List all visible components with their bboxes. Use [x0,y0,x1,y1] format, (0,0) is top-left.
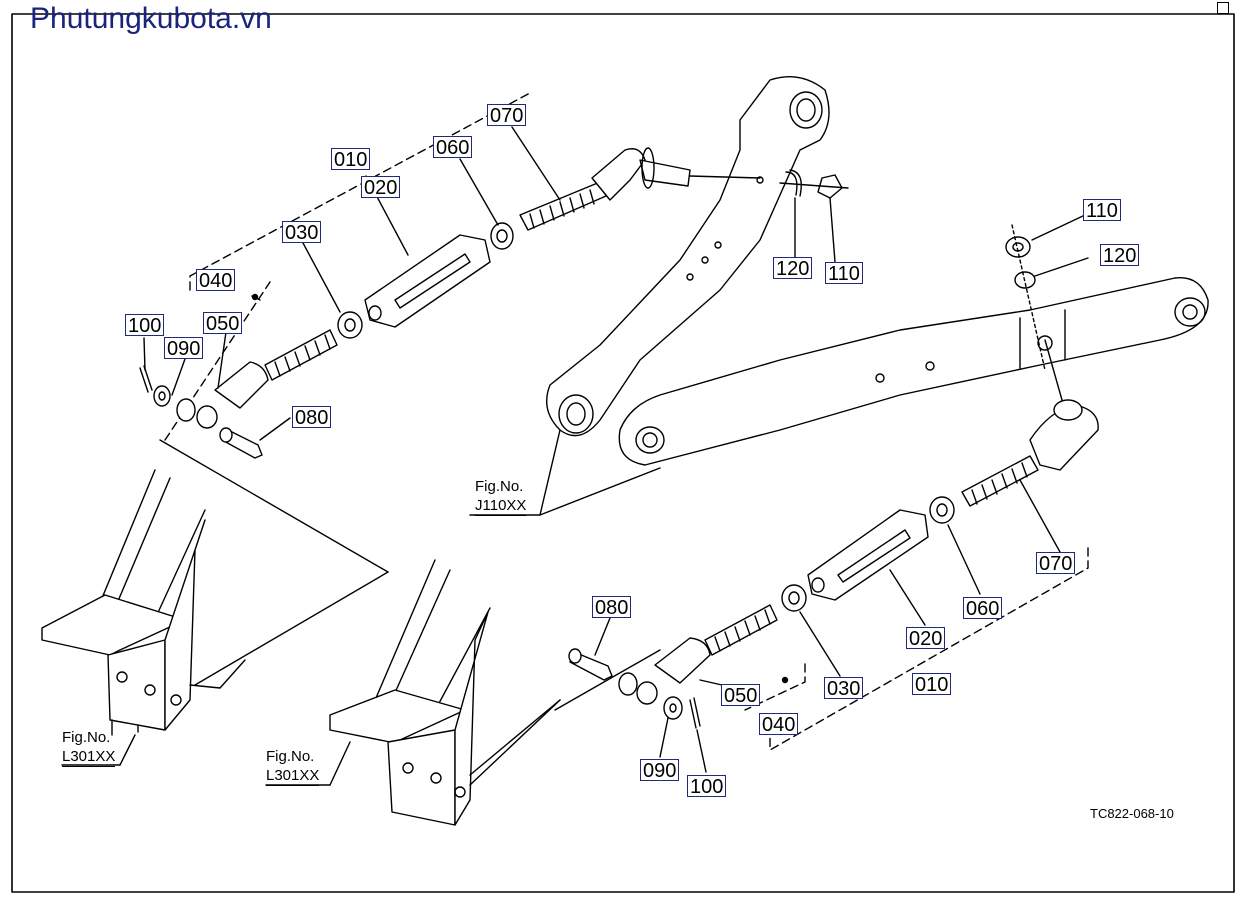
left-bracket [41,469,246,736]
callout-lower-070[interactable]: 070 [1036,552,1076,575]
upper-lift-arm [546,76,830,437]
callout-upper-010[interactable]: 010 [331,148,371,171]
reference-dot [781,676,789,684]
lower-link-arm [618,276,1209,466]
callout-upper-120[interactable]: 120 [773,257,813,280]
callout-upper-100[interactable]: 100 [125,314,165,337]
callout-lower-030[interactable]: 030 [824,677,864,700]
callout-lower-050[interactable]: 050 [721,684,761,707]
callout-upper-110[interactable]: 110 [825,262,863,285]
callout-upper-080[interactable]: 080 [292,406,332,429]
leader-lines [61,126,1061,786]
callout-right-110[interactable]: 110 [1083,199,1121,222]
fig-ref-left-bracket[interactable]: Fig.No. L301XX [62,728,116,767]
corner-marker [1217,2,1229,14]
watermark-text: Phutungkubota.vn [30,2,272,35]
fig-ref-label: Fig.No. [475,478,524,495]
callout-lower-060[interactable]: 060 [963,597,1003,620]
fig-ref-number: L301XX [62,748,116,767]
fig-ref-number: L301XX [266,767,320,786]
callout-upper-070[interactable]: 070 [487,104,527,127]
callout-lower-080[interactable]: 080 [592,596,632,619]
upper-turnbuckle [139,92,761,686]
fig-ref-top-link[interactable]: Fig.No. J110XX [475,477,527,516]
callout-lower-010[interactable]: 010 [912,673,952,696]
callout-lower-040[interactable]: 040 [759,713,799,736]
callout-upper-060[interactable]: 060 [433,136,473,159]
callout-upper-050[interactable]: 050 [203,312,243,335]
callout-upper-020[interactable]: 020 [361,176,401,199]
reference-dot [251,293,259,301]
fig-ref-label: Fig.No. [62,729,111,746]
callout-upper-040[interactable]: 040 [196,269,236,292]
callout-lower-100[interactable]: 100 [687,775,727,798]
lower-turnbuckle [568,339,1099,751]
callout-right-120[interactable]: 120 [1100,244,1140,267]
fig-ref-number: J110XX [475,497,527,516]
fig-ref-label: Fig.No. [266,748,315,765]
callout-lower-020[interactable]: 020 [906,627,946,650]
page-frame [11,13,1235,893]
right-bracket [329,559,661,826]
right-washer-nut [1005,214,1089,371]
callout-upper-030[interactable]: 030 [282,221,322,244]
upper-washer-nut [779,169,849,263]
callout-lower-090[interactable]: 090 [640,759,680,782]
callout-upper-090[interactable]: 090 [164,337,204,360]
drawing-code: TC822-068-10 [1090,806,1174,821]
fig-ref-right-bracket[interactable]: Fig.No. L301XX [266,747,320,786]
